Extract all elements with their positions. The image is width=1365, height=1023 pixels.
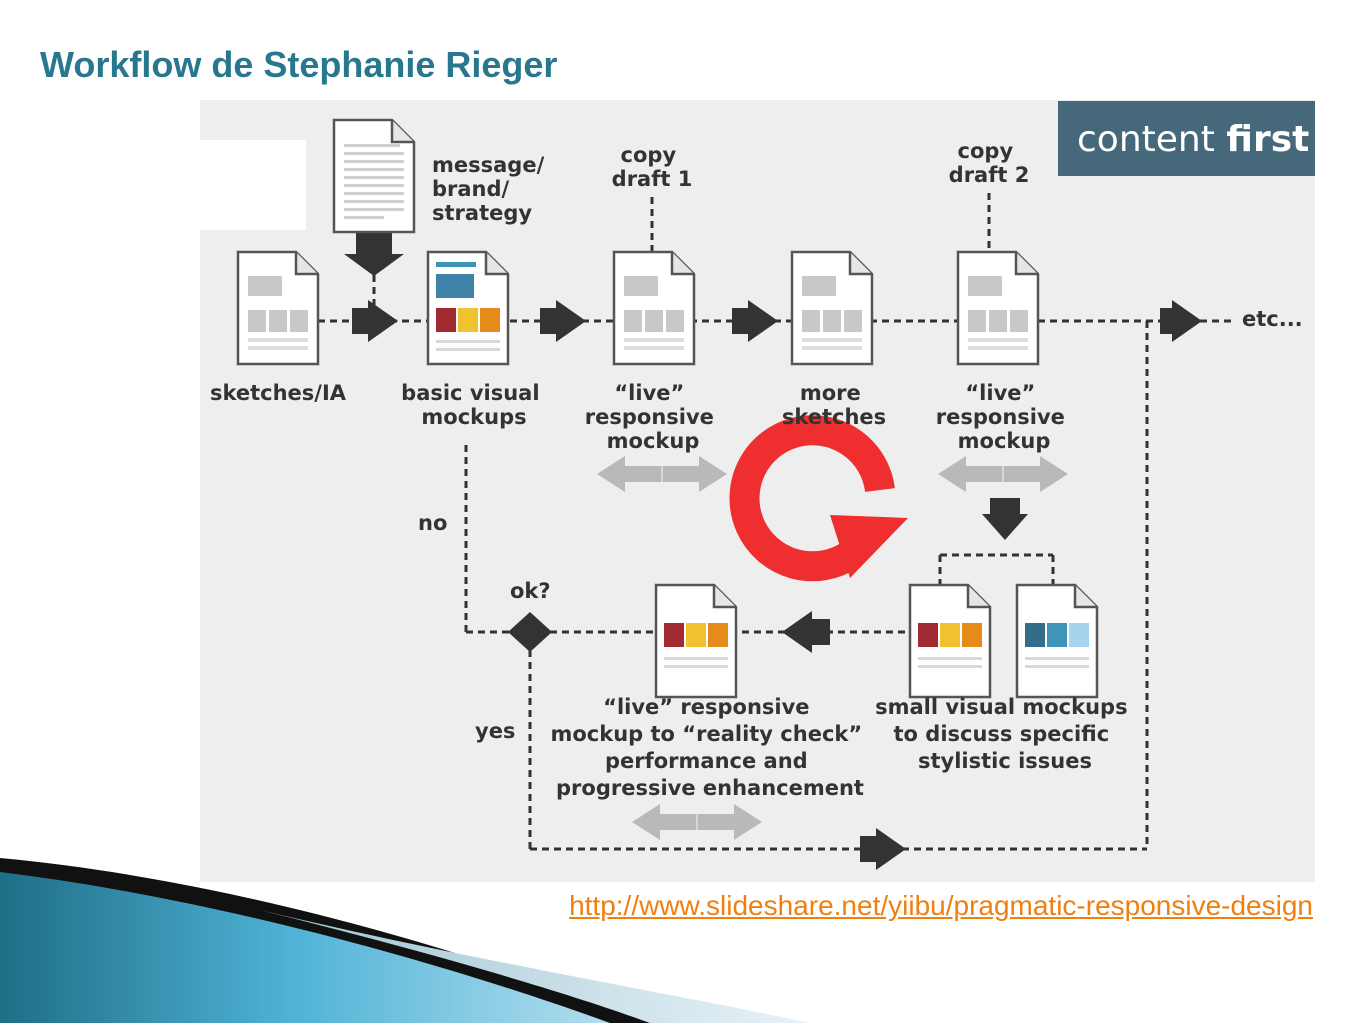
label-yes: yes [475, 719, 515, 743]
label-small-visual: small visual mockups to discuss specific… [875, 695, 1135, 773]
label-live-2: “live” responsive mockup [936, 381, 1072, 453]
arrow-icon [352, 300, 398, 342]
label-message: message/ brand/ strategy [432, 153, 552, 225]
label-etc: etc... [1242, 307, 1303, 331]
label-live-3: “live” responsive mockup to “reality che… [551, 695, 870, 800]
document-icon [1015, 583, 1099, 699]
arrow-icon [732, 300, 778, 342]
arrow-icon [540, 300, 586, 342]
panel-notch [200, 140, 306, 230]
content-first-banner: content first [1058, 101, 1315, 176]
label-live-1: “live” responsive mockup [585, 381, 721, 453]
arrow-icon [982, 498, 1028, 540]
node-labels: message/ brand/ strategy copy draft 1 co… [210, 139, 1303, 800]
label-basic-visual: basic visual mockups [401, 381, 547, 429]
label-copy-draft-1: copy draft 1 [612, 143, 693, 191]
decision-diamond-icon [508, 612, 552, 652]
label-sketches: sketches/IA [210, 381, 347, 405]
label-no: no [418, 511, 447, 535]
arrow-icon [344, 232, 404, 276]
label-more-sketches: more sketches [782, 381, 886, 429]
label-copy-draft-2: copy draft 2 [949, 139, 1030, 187]
arrow-icon [860, 828, 906, 870]
banner-text: content first [1077, 119, 1309, 160]
arrow-icon [1160, 300, 1202, 342]
arrow-icon [782, 611, 830, 653]
refresh-cycle-icon [729, 415, 908, 582]
label-ok: ok? [510, 579, 551, 603]
slide-title: Workflow de Stephanie Rieger [40, 44, 558, 85]
document-icon [426, 250, 510, 366]
flow-arrows [344, 232, 1202, 870]
source-link[interactable]: http://www.slideshare.net/yiibu/pragmati… [569, 890, 1313, 921]
